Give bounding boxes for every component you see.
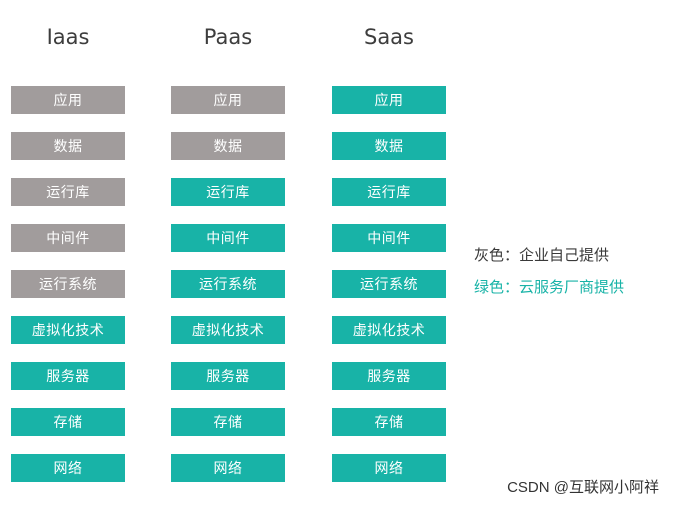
watermark: CSDN @互联网小阿祥 (507, 479, 659, 496)
layer-box: 服务器 (332, 362, 446, 390)
layer-box: 应用 (11, 86, 125, 114)
layer-box: 网络 (171, 454, 285, 482)
layer-box: 网络 (332, 454, 446, 482)
layer-box: 网络 (11, 454, 125, 482)
layer-box: 存储 (11, 408, 125, 436)
layer-box: 运行库 (171, 178, 285, 206)
column-title-saas: Saas (363, 25, 414, 49)
layer-box: 虚拟化技术 (171, 316, 285, 344)
layer-box: 数据 (332, 132, 446, 160)
layer-box: 运行系统 (11, 270, 125, 298)
layer-box: 运行系统 (332, 270, 446, 298)
layer-box: 中间件 (11, 224, 125, 252)
layer-box: 数据 (171, 132, 285, 160)
layer-box: 运行库 (11, 178, 125, 206)
layer-box: 中间件 (171, 224, 285, 252)
layer-box: 存储 (332, 408, 446, 436)
layer-box: 中间件 (332, 224, 446, 252)
layer-box: 数据 (11, 132, 125, 160)
layer-box: 运行系统 (171, 270, 285, 298)
layer-box: 应用 (332, 86, 446, 114)
legend-gray: 灰色：企业自己提供 (474, 246, 610, 264)
legend-green: 绿色：云服务厂商提供 (474, 278, 625, 296)
column-title-iaas: Iaas (46, 25, 90, 49)
layer-box: 服务器 (171, 362, 285, 390)
layer-box: 存储 (171, 408, 285, 436)
layer-box: 服务器 (11, 362, 125, 390)
column-title-paas: Paas (203, 25, 253, 49)
layer-box: 虚拟化技术 (11, 316, 125, 344)
layer-box: 虚拟化技术 (332, 316, 446, 344)
layer-box: 运行库 (332, 178, 446, 206)
layer-box: 应用 (171, 86, 285, 114)
